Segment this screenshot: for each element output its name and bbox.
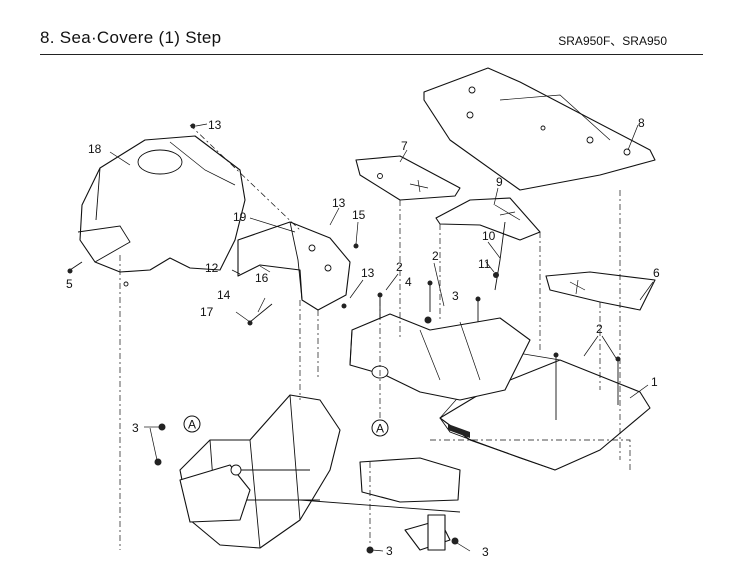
page-header: 8. Sea·Covere (1) Step SRA950F、SRA950 [40, 22, 703, 55]
callout-3: 3 [452, 289, 459, 303]
callout-19: 19 [233, 210, 247, 224]
callout-2: 2 [396, 260, 403, 274]
callout-3: 3 [132, 421, 139, 435]
part-6-side-sheet [545, 271, 656, 311]
model-code: SRA950F、SRA950 [558, 34, 667, 48]
callout-numbers: 13 18 19 13 15 13 7 8 9 10 11 6 2 2 4 3 … [66, 116, 660, 559]
callout-14: 14 [217, 288, 231, 302]
part-9-bracket [435, 197, 541, 291]
reference-a-label: A [376, 422, 384, 436]
reference-marker-a: A A [183, 415, 389, 437]
callout-17: 17 [200, 305, 214, 319]
callout-7: 7 [401, 139, 408, 153]
callout-8: 8 [638, 116, 645, 130]
callout-2: 2 [432, 249, 439, 263]
callout-9: 9 [496, 175, 503, 189]
callout-12: 12 [205, 261, 219, 275]
callout-18: 18 [88, 142, 102, 156]
page-title: 8. Sea·Covere (1) Step [40, 28, 222, 47]
part-floor-board [349, 313, 531, 401]
callout-13: 13 [208, 118, 222, 132]
part-18-seat-cover [77, 135, 246, 287]
callout-16: 16 [255, 271, 269, 285]
callout-2: 2 [596, 322, 603, 336]
callout-11: 11 [478, 257, 491, 271]
part-8-cover-sheet [423, 67, 656, 191]
callout-leaders [109, 123, 654, 552]
part-12-bracket-plate [237, 221, 351, 311]
part-frame [179, 394, 461, 551]
callout-3: 3 [386, 544, 393, 558]
callout-5: 5 [66, 277, 73, 291]
hardware-bolts [67, 123, 621, 554]
callout-13: 13 [332, 196, 346, 210]
callout-15: 15 [352, 208, 366, 222]
callout-13: 13 [361, 266, 375, 280]
callout-10: 10 [482, 229, 496, 243]
part-7-plate [355, 155, 461, 201]
callout-4: 4 [405, 275, 412, 289]
leader-lines [119, 124, 631, 550]
reference-a-label: A [188, 418, 196, 432]
callout-3: 3 [482, 545, 489, 559]
callout-6: 6 [653, 266, 660, 280]
callout-1: 1 [651, 375, 658, 389]
